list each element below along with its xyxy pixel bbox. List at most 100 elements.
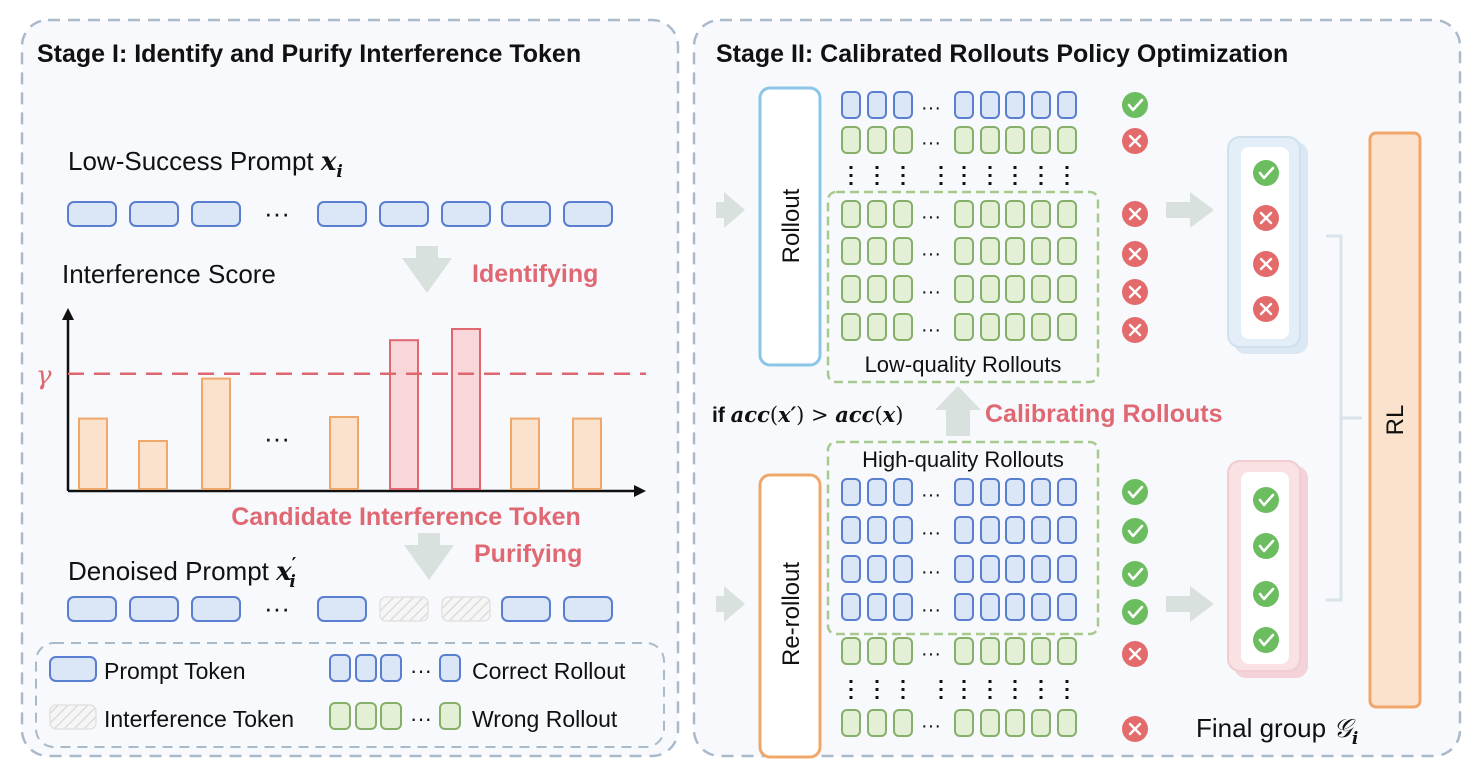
cross-icon xyxy=(1120,714,1150,744)
legend-prompt-token-label: Prompt Token xyxy=(104,658,245,684)
rollout-token xyxy=(1057,313,1077,341)
rollout-ellipsis: ··· xyxy=(921,243,941,265)
correct-rollout-row: ··· xyxy=(841,91,1077,119)
rollout-token xyxy=(1005,237,1025,265)
rollout-token xyxy=(893,478,913,506)
rollout-token xyxy=(1005,91,1025,119)
rollout-token xyxy=(954,593,974,621)
prompt-token xyxy=(379,201,429,227)
wrong-rollout-row: ··· xyxy=(841,637,1077,665)
rollout-token xyxy=(1005,555,1025,583)
rollout-token xyxy=(1031,237,1051,265)
check-icon xyxy=(1120,597,1150,627)
correct-rollout-token xyxy=(439,654,461,682)
rollout-token xyxy=(867,91,887,119)
correct-rollout-token xyxy=(355,654,377,682)
rollout-ellipsis: ··· xyxy=(921,643,941,665)
rollout-token xyxy=(954,237,974,265)
rollout-box xyxy=(758,86,822,367)
correct-rollout-token xyxy=(329,654,351,682)
rollout-token xyxy=(980,516,1000,544)
rollout-token xyxy=(1057,593,1077,621)
rollout-ellipsis: ··· xyxy=(921,561,941,583)
rollout-token xyxy=(1005,478,1025,506)
rollout-token xyxy=(893,593,913,621)
check-icon xyxy=(1251,485,1281,515)
identifying-label: Identifying xyxy=(472,260,598,288)
correct-rollout-row: ··· xyxy=(841,478,1077,506)
rollout-token xyxy=(1057,709,1077,737)
prompt-token xyxy=(501,201,551,227)
rollout-token xyxy=(841,313,861,341)
wrong-rollout-row: ··· xyxy=(841,200,1077,228)
legend-wrong-rollout-label: Wrong Rollout xyxy=(472,706,618,732)
calibrating-arrow xyxy=(935,386,981,436)
wrong-rollout-row: ··· xyxy=(841,126,1077,154)
stage1-title: Stage I: Identify and Purify Interferenc… xyxy=(37,40,581,68)
rollout-token xyxy=(1005,275,1025,303)
rollout-ellipsis: ··· xyxy=(921,281,941,303)
cross-icon xyxy=(1120,315,1150,345)
candidate-interference-bar xyxy=(451,328,481,490)
interference-token xyxy=(379,596,429,622)
rollout-token xyxy=(980,709,1000,737)
interference-score-label: Interference Score xyxy=(62,259,276,289)
rollout-token xyxy=(841,91,861,119)
rollout-token xyxy=(867,275,887,303)
wrong-rollout-token xyxy=(329,702,351,730)
rollout-ellipsis: ··· xyxy=(921,522,941,544)
denoised-token-row xyxy=(67,596,613,622)
rollout-token xyxy=(1005,313,1025,341)
rollout-token xyxy=(954,516,974,544)
rollout-token xyxy=(1057,237,1077,265)
prompt-token xyxy=(191,596,241,622)
rollout-token xyxy=(841,237,861,265)
x-axis-arrowhead xyxy=(634,485,646,497)
rollout-token xyxy=(954,709,974,737)
prompt-token xyxy=(129,201,179,227)
rollout-token xyxy=(1031,516,1051,544)
cross-icon xyxy=(1251,203,1281,233)
rerollout-box xyxy=(758,473,822,759)
rollout-token xyxy=(980,555,1000,583)
calibration-condition: if acc(x′) > acc(x) xyxy=(712,402,903,427)
interference-score-bar xyxy=(201,377,231,491)
interference-score-bar xyxy=(78,417,108,491)
rollout-token xyxy=(1031,91,1051,119)
legend-correct-rollout-swatch xyxy=(329,654,461,682)
rollout-rows: ···································· xyxy=(841,91,1077,737)
cross-icon xyxy=(1251,249,1281,279)
check-icon xyxy=(1251,625,1281,655)
rollout-ellipsis: ··· xyxy=(921,319,941,341)
rollout-token xyxy=(841,709,861,737)
wrong-rollout-row: ··· xyxy=(841,237,1077,265)
prompt-token xyxy=(563,201,613,227)
legend-correct-rollout-label: Correct Rollout xyxy=(472,658,626,684)
rollout-token xyxy=(980,478,1000,506)
rollout-token xyxy=(1031,275,1051,303)
rollout-token xyxy=(1031,637,1051,665)
rollout-token xyxy=(867,709,887,737)
rollout-token xyxy=(867,478,887,506)
rollout-token xyxy=(1031,126,1051,154)
prompt-token xyxy=(317,596,367,622)
rollout-token xyxy=(1057,637,1077,665)
rollout-token xyxy=(1031,555,1051,583)
prompt-token xyxy=(317,201,367,227)
rollout-token xyxy=(867,313,887,341)
cross-icon xyxy=(1120,126,1150,156)
rollout-token xyxy=(867,237,887,265)
interference-score-chart: γ ··· xyxy=(36,308,646,497)
rollout-token xyxy=(1031,313,1051,341)
rollout-token xyxy=(980,237,1000,265)
low-success-prompt-label: Low-Success Prompt xi xyxy=(68,146,343,182)
candidate-interference-label: Candidate Interference Token xyxy=(231,503,581,531)
correct-rollout-row: ··· xyxy=(841,555,1077,583)
rollout-label: Rollout xyxy=(778,188,805,263)
check-icon xyxy=(1120,477,1150,507)
rollout-token xyxy=(1057,275,1077,303)
prompt-token xyxy=(191,201,241,227)
rollout-token xyxy=(1057,555,1077,583)
rollout-token xyxy=(841,593,861,621)
cross-icon xyxy=(1251,294,1281,324)
